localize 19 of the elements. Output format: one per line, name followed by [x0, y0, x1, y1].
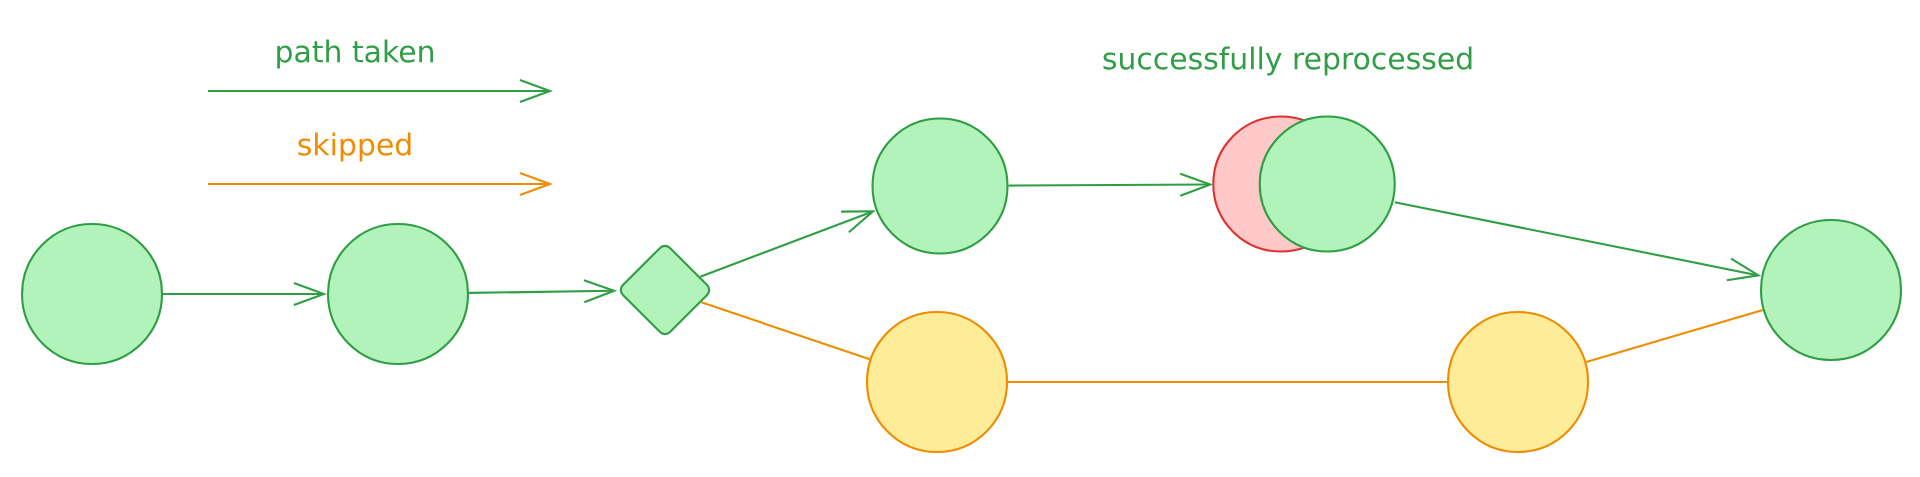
arrow: [699, 210, 876, 278]
arrow: [163, 282, 327, 306]
connector-line: [1008, 380, 1447, 384]
legend-text: skipped: [298, 132, 411, 162]
circle-node: [865, 310, 1009, 454]
arrow: [1394, 201, 1762, 282]
connector-line: [700, 301, 871, 361]
double-circle-node: [1212, 115, 1396, 253]
circle-node: [871, 117, 1009, 255]
circle-node: [1446, 310, 1590, 454]
connector-line: [1585, 309, 1764, 363]
arrow: [469, 279, 618, 304]
legend-text: path taken: [277, 39, 433, 69]
circle-node: [20, 222, 164, 366]
arrow: [1008, 172, 1214, 197]
decision-diamond: [619, 244, 711, 336]
circle-node: [1759, 218, 1903, 362]
circle-node: [326, 222, 470, 366]
node-caption: successfully reprocessed: [1103, 46, 1472, 76]
